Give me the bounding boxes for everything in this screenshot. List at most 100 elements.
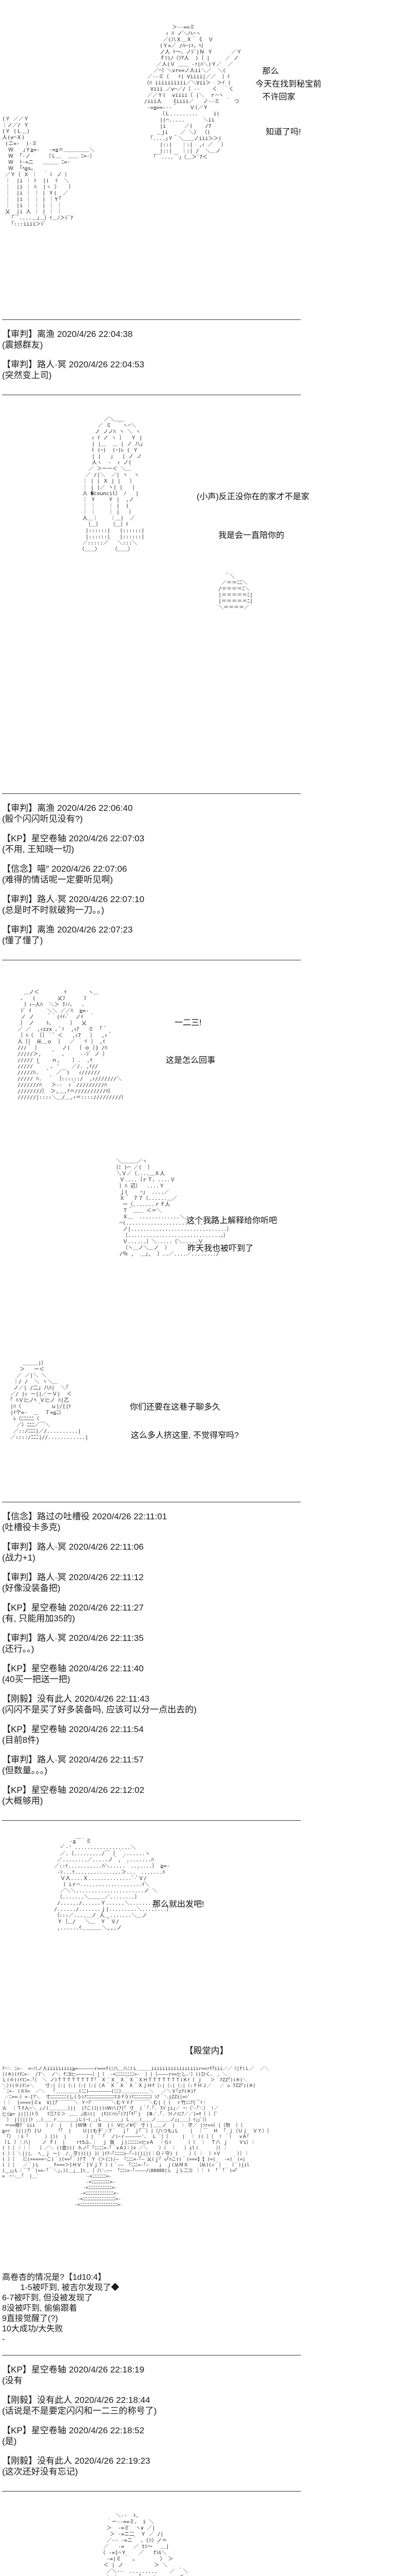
post-badge: 【审判】 (2, 1542, 37, 1552)
post-author: 离渔 (37, 803, 55, 813)
ascii-art-scene: ＿ノ＜ ｲ ヽ＿ ､ ( 乂ﾌ ﾌ ﾌ ｨ~人ﾊ ＼＞ ｸﾉﾉ､ ､ ｼﾞ ｲ … (2, 969, 413, 1495)
post-author: 没有此人 (37, 1694, 72, 1704)
divider: ————————————————————————————————————————… (2, 789, 301, 797)
divider: ————————————————————————————————————————… (2, 315, 301, 323)
divider: ————————————————————————————————————————… (2, 2350, 301, 2359)
ascii-art: ／＼＿＿ ／ ミ ｀ヽ⌒＼ ノ ノノﾊ ヽ ＼ ヽ ｨ ｲ ノ ヽ ｝ Ｙ | … (79, 417, 145, 552)
dice-roll-line: 9直接觉醒了(?) (2, 2314, 58, 2323)
post-timestamp: 2020/4/26 22:07:03 (68, 834, 145, 843)
post-author: 星空卷轴 (31, 2365, 66, 2375)
dice-roll-line: 10大成功/大失败 (2, 2325, 63, 2333)
post-timestamp: 2020/4/26 22:04:38 (57, 329, 133, 339)
post-body-text: (震撼群友) (2, 340, 43, 350)
post-badge: 【KP】 (2, 1724, 31, 1734)
divider: ————————————————————————————————————————… (2, 2486, 301, 2495)
post-timestamp: 2020/4/26 22:11:01 (92, 1512, 167, 1521)
post-badge: 【KP】 (2, 2365, 31, 2375)
post-author: 路人·冥 (37, 1633, 66, 1643)
dialogue-text: 这个我路上解释给你听吧 (186, 1216, 278, 1225)
post-badge: 【审判】 (2, 1633, 37, 1643)
post-author: 星空卷轴 (31, 1785, 66, 1795)
ascii-art: ＞--==ミ ｨ ﾊ ノ＼ハ⌒ヽ ／(八Ｘ＿Ｘ｀《 Ｖ (Ｙ=／ /ﾊ⌒)ﾄ、ﾍ… (144, 25, 242, 160)
post-author: 没有此人 (37, 2395, 72, 2405)
dialogue-text: 那么就出发吧! (152, 1900, 204, 1909)
post-timestamp: 2020/4/26 22:11:35 (68, 1633, 144, 1643)
post-badge: 【审判】 (2, 803, 37, 813)
post-author: 星空卷轴 (31, 1724, 66, 1734)
divider: ————————————————————————————————————————… (2, 1816, 301, 1824)
post-badge: 【信念】 (2, 1512, 37, 1521)
post-timestamp: 2020/4/26 22:11:40 (68, 1664, 144, 1673)
ascii-art-scene: ｱ⌒＼ ﾆ=- =ｰ八ノ入iiiiiiiii≧=――――――r===f(ﾆ八＿八… (2, 2063, 413, 2269)
post-author: 路人·冥 (37, 1542, 66, 1552)
ascii-art: ＾＼ ／＝＝ﾆﾆ＼ /＝＝＝＝ﾆ＼ |＝＝＝＝＝ﾆ| |＝＝＝＝＝ﾆ| ＼＝＝＝… (218, 574, 253, 611)
post-badge: 【刚毅】 (2, 2456, 37, 2466)
post-body-text: (难得的情话呢一定要听见啊) (2, 875, 113, 885)
post-timestamp: 2020/4/26 22:07:10 (68, 894, 145, 904)
post-badge: 【审判】 (2, 894, 37, 904)
post-timestamp: 2020/4/26 22:11:12 (68, 1572, 144, 1582)
ascii-art-scene: ／＼＿＿ ／ ミ ｀ヽ⌒＼ ノ ノノﾊ ヽ ＼ ヽ ｨ ｲ ノ ヽ ｝ Ｙ | … (2, 404, 413, 786)
post-author: 星空卷轴 (31, 1603, 66, 1613)
post-timestamp: 2020/4/26 22:11:54 (68, 1724, 144, 1734)
ascii-art: ＿ノ＜ ｲ ヽ＿ ､ ( 乂ﾌ ﾌ ﾌ ｨ~人ﾊ ＼＞ ｸﾉﾉ､ ､ ｼﾞ ｲ … (18, 990, 127, 1100)
post-body-text: (总是时不时就破狗一刀。。) (2, 905, 105, 915)
ascii-art-scene: ＞--==ミ ｨ ﾊ ノ＼ハ⌒ヽ ／(八Ｘ＿Ｘ｀《 Ｖ (Ｙ=／ /ﾊ⌒)ﾄ、ﾍ… (2, 13, 413, 312)
post-timestamp: 2020/4/26 22:11:43 (75, 1694, 150, 1704)
post-badge: 【审判】 (2, 925, 37, 935)
post-header: 【信念】喵″2020/4/26 22:07:06 (2, 863, 411, 874)
dialogue-text: 知道了吗! (266, 128, 301, 137)
post-badge: 【KP】 (2, 2426, 31, 2435)
post-body-text: (骰个闪闪听见没有?) (2, 814, 83, 824)
ascii-art: ＿＿＿|） ＞ ー＜ ／ ／|＼ ＼ ｜/ / ＼ ヽ＼＿ ノ／| /二｣ 八ﾊ… (10, 1361, 89, 1440)
dialogue-text: 那么 今天在找到秘宝前 不许回家 (255, 67, 322, 101)
post-timestamp: 2020/4/26 22:18:44 (75, 2395, 150, 2405)
dialogue-text: 昨天我也被吓到了 (187, 1244, 254, 1253)
post-timestamp: 2020/4/26 22:12:02 (68, 1785, 145, 1795)
post-author: 喵″ (37, 864, 49, 874)
post-timestamp: 2020/4/26 22:11:27 (68, 1603, 144, 1613)
post-timestamp: 2020/4/26 22:18:52 (68, 2426, 145, 2435)
dialogue-text: 我是会一直陪你的 (218, 531, 285, 540)
post-body-text: (吐槽役卡多克) (2, 1522, 61, 1532)
post-author: 路人·冥 (37, 1572, 66, 1582)
post-timestamp: 2020/4/26 22:11:06 (68, 1542, 144, 1552)
post-body-text: (目前8件) (2, 1735, 39, 1745)
post-body-text: (突然变上司) (2, 370, 52, 380)
post-author: 离渔 (37, 329, 55, 339)
dialogue-text: 这是怎么回事 (166, 1056, 216, 1065)
post-body-text: (这次还好没有忘记) (2, 2467, 78, 2477)
post-body-text: (不用, 王知晓一切) (2, 844, 74, 854)
post-body-text: (闪闪不是买了好多装备吗, 应该可以分一点出去的) (2, 1705, 197, 1715)
post-body-text: (懂了懂了) (2, 936, 43, 945)
post-body-text: (没有 (2, 2376, 23, 2385)
ascii-art: (Ｙ ／／Ｙ ｜ノ／/ Ｙ (Ｙ (Ｌ＿) 人(v⌒Ｘ) (ニ=- )-ミ Ｗ … (2, 116, 95, 227)
post-badge: 【KP】 (2, 1785, 31, 1795)
dice-roll-line: 8没被吓到, 偷偷跟着 (2, 2304, 77, 2313)
post-badge: 【KP】 (2, 834, 31, 843)
